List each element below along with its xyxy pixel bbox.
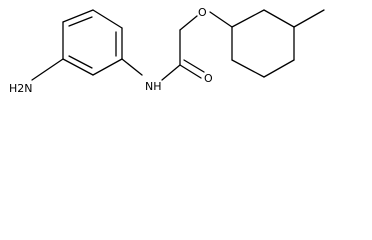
amine-label: H2N bbox=[9, 82, 33, 95]
methyl-group bbox=[293, 9, 325, 28]
carbonyl-o-label: O bbox=[204, 72, 213, 85]
cyclohexane-ring bbox=[231, 9, 295, 78]
amine-group: H2N bbox=[9, 58, 64, 95]
amide-group: NH O bbox=[121, 29, 213, 93]
ether-o-label: O bbox=[198, 6, 207, 19]
structure-diagram: H2N NH O O bbox=[0, 0, 372, 107]
amide-nh-label: NH bbox=[145, 80, 162, 93]
ether-group: O bbox=[179, 6, 233, 31]
benzene-ring bbox=[62, 9, 123, 76]
molecule-svg: H2N NH O O bbox=[9, 6, 325, 95]
